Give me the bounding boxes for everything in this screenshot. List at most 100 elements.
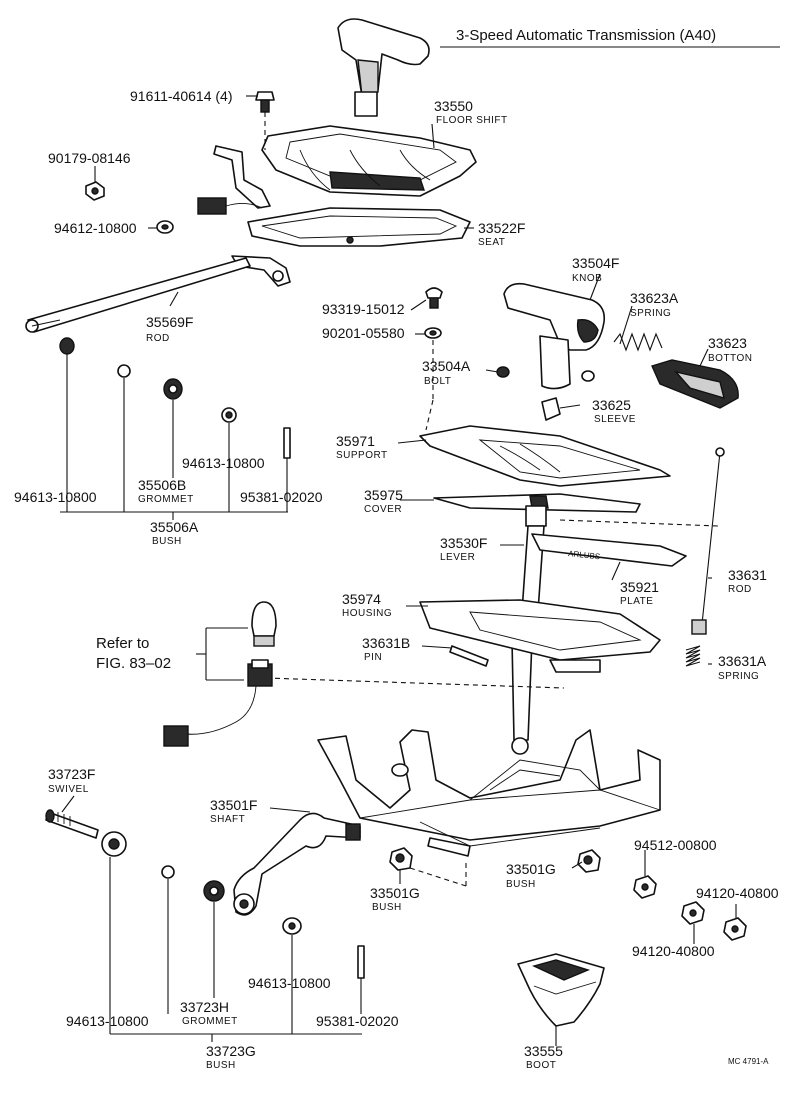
caption-33555: BOOT — [526, 1060, 556, 1071]
bush-small — [117, 364, 131, 378]
frame-slot — [329, 171, 425, 191]
caption-33550: FLOOR SHIFT — [436, 115, 508, 126]
caption-35974: HOUSING — [342, 608, 392, 619]
shift-handle-stem — [357, 59, 379, 97]
rod-35569F — [25, 257, 251, 333]
label-35971: 35971 — [336, 433, 375, 449]
plate-marking: ARLUBS — [568, 549, 601, 561]
label-33625: 33625 — [592, 397, 631, 413]
caption-35506A: BUSH — [152, 536, 182, 547]
support-35971 — [419, 425, 671, 487]
left-bracket — [213, 145, 271, 209]
label-35569F: 35569F — [146, 314, 193, 330]
shaft-33501F — [233, 812, 361, 916]
base-bracket — [317, 729, 661, 857]
pin-95381-a — [283, 427, 291, 459]
label-94120-a: 94120-40800 — [696, 885, 779, 901]
label-35974: 35974 — [342, 591, 381, 607]
label-33504A: 33504A — [422, 358, 471, 374]
label-33623A: 33623A — [630, 290, 679, 306]
pin-95381-b — [357, 945, 365, 979]
caption-33501G-b: BUSH — [506, 879, 536, 890]
seat-part — [247, 207, 471, 247]
plate-35921 — [531, 533, 687, 567]
swivel-33723F — [45, 809, 99, 839]
label-33723G: 33723G — [206, 1043, 256, 1059]
label-93319: 93319-15012 — [322, 301, 405, 317]
label-33504F: 33504F — [572, 255, 619, 271]
label-33522F: 33522F — [478, 220, 525, 236]
caption-33631: ROD — [728, 584, 752, 595]
shift-handle — [337, 18, 430, 97]
caption-33623A: SPRING — [630, 308, 671, 319]
label-95381-b: 95381-02020 — [316, 1013, 399, 1029]
pin-33631B — [449, 645, 489, 667]
spring-33631A — [685, 645, 701, 667]
label-33501G-a: 33501G — [370, 885, 420, 901]
label-95381-a: 95381-02020 — [240, 489, 323, 505]
caption-33504F: KNOB — [572, 273, 602, 284]
bush-33501G-right — [577, 849, 601, 873]
label-90201: 90201-05580 — [322, 325, 405, 341]
floor-shift-assembly — [197, 18, 477, 287]
caption-33501G-a: BUSH — [372, 902, 402, 913]
label-33530F: 33530F — [440, 535, 487, 551]
caption-33530F: LEVER — [440, 552, 475, 563]
label-33501G-b: 33501G — [506, 861, 556, 877]
label-35506B: 35506B — [138, 477, 186, 493]
knob-33504F — [503, 282, 606, 390]
bush-33501G-left — [389, 847, 413, 871]
label-35506A: 35506A — [150, 519, 199, 535]
refer-fig-text: FIG. 83–02 — [96, 655, 171, 672]
caption-35971: SUPPORT — [336, 450, 388, 461]
bolt-33504A — [496, 366, 510, 378]
caption-33625: SLEEVE — [594, 414, 636, 425]
label-94613-b: 94613-10800 — [182, 455, 265, 471]
label-91611: 91611-40614 (4) — [130, 88, 232, 104]
label-33550: 33550 — [434, 98, 473, 114]
label-33723F: 33723F — [48, 766, 95, 782]
bulb-connector — [163, 725, 189, 747]
label-94613-d: 94613-10800 — [248, 975, 331, 991]
caption-33723F: SWIVEL — [48, 784, 89, 795]
label-94613-a: 94613-10800 — [14, 489, 97, 505]
caption-33623: BOTTON — [708, 353, 752, 364]
refer-to-text: Refer to — [96, 635, 149, 652]
caption-35569F: ROD — [146, 333, 170, 344]
bolt-91611 — [255, 91, 275, 150]
caption-33504A: BOLT — [424, 376, 451, 387]
label-33631A: 33631A — [718, 653, 767, 669]
boot-33555 — [517, 953, 605, 1027]
sleeve-33625 — [541, 397, 561, 421]
caption-33522F: SEAT — [478, 237, 505, 248]
screw-93319 — [425, 287, 443, 309]
label-94120-b: 94120-40800 — [632, 943, 715, 959]
caption-33723G: BUSH — [206, 1060, 236, 1071]
label-94613-c: 94613-10800 — [66, 1013, 149, 1029]
footer-code: MC 4791-A — [728, 1057, 769, 1066]
label-33623: 33623 — [708, 335, 747, 351]
rod-33631 — [691, 447, 725, 635]
caption-33501F: SHAFT — [210, 814, 245, 825]
caption-35975: COVER — [364, 504, 402, 515]
label-35975: 35975 — [364, 487, 403, 503]
shift-stem-collar — [354, 91, 378, 117]
label-33723H: 33723H — [180, 999, 229, 1015]
label-35921: 35921 — [620, 579, 659, 595]
bush-small-b — [161, 865, 175, 879]
label-33501F: 33501F — [210, 797, 257, 813]
indicator-bulb — [163, 601, 277, 747]
label-94512: 94512-00800 — [634, 837, 717, 853]
caption-33631B: PIN — [364, 652, 382, 663]
label-90179: 90179-08146 — [48, 150, 131, 166]
label-33555: 33555 — [524, 1043, 563, 1059]
bush-94613-a — [59, 337, 75, 355]
caption-35506B: GROMMET — [138, 494, 194, 505]
label-33631B: 33631B — [362, 635, 410, 651]
label-94612: 94612-10800 — [54, 220, 137, 236]
wire-connector — [197, 197, 227, 215]
caption-35921: PLATE — [620, 596, 653, 607]
diagram-title: 3-Speed Automatic Transmission (A40) — [456, 27, 716, 44]
caption-33723H: GROMMET — [182, 1016, 238, 1027]
